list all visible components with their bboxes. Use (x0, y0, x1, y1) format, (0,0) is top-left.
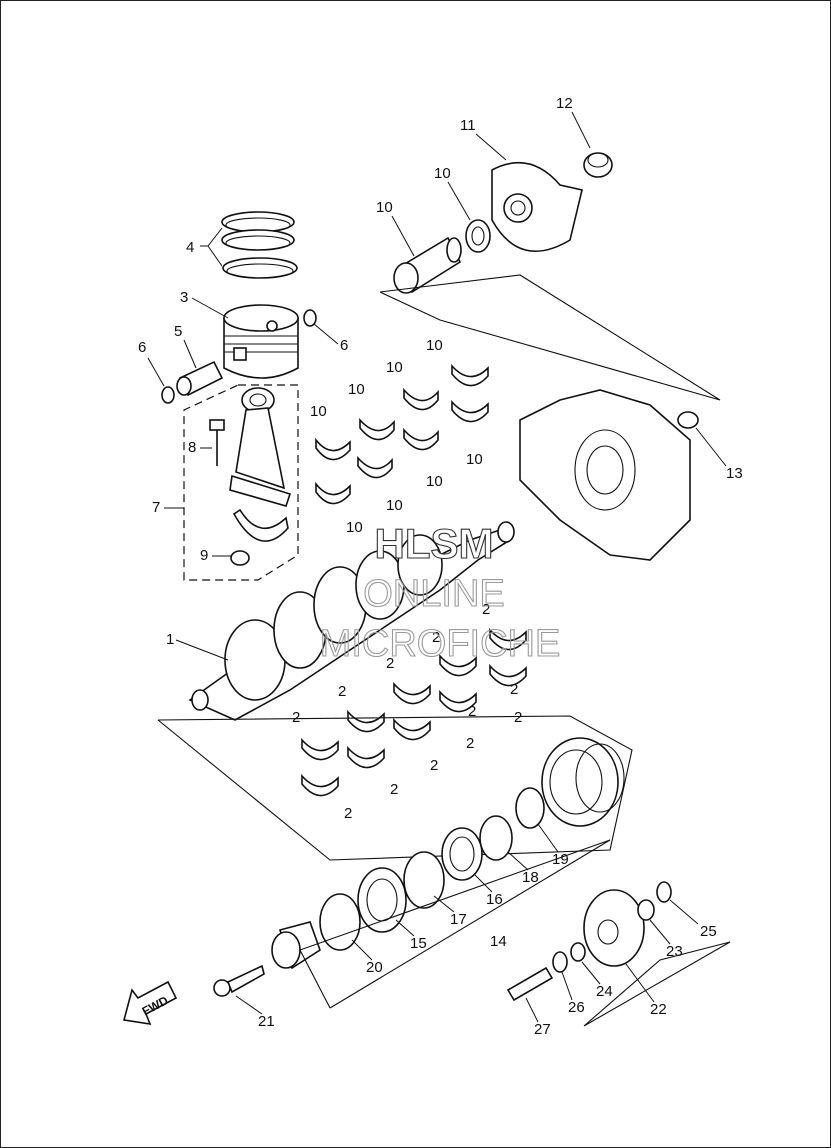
callout-16: 14 (490, 933, 507, 950)
watermark-line2: ONLINE (363, 573, 504, 615)
watermark-line1: HLSM (375, 520, 494, 567)
callout-2: 2 (386, 655, 394, 672)
callout-20: 18 (522, 869, 539, 886)
coupling-plate[interactable] (491, 162, 583, 253)
watermark-line3: MICROFICHE (320, 623, 561, 665)
callout-7: 7 (152, 499, 160, 516)
callout-25: 23 (666, 943, 683, 960)
callout-1: 1 (166, 631, 174, 648)
callout-6: 6 (138, 339, 146, 356)
callout-23: 21 (258, 1013, 275, 1030)
connecting-rod[interactable] (229, 387, 292, 507)
callout-2: 2 (432, 629, 440, 646)
callout-2: 2 (390, 781, 398, 798)
callout-10: 10 (386, 359, 403, 376)
bearing-set-lower[interactable] (301, 627, 527, 797)
callout-10: 10 (426, 473, 443, 490)
callout-2: 2 (514, 709, 522, 726)
callout-2: 2 (466, 735, 474, 752)
drive-gear[interactable] (271, 921, 321, 970)
washer-26[interactable] (570, 942, 586, 962)
circlip-22[interactable] (319, 893, 361, 951)
callout-19: 17 (450, 911, 467, 928)
callout-12: 10 (434, 165, 451, 182)
callout-28: 27 (534, 1021, 551, 1038)
crankshaft[interactable] (188, 521, 515, 721)
flywheel-gear[interactable] (541, 737, 625, 827)
one-way-clutch[interactable] (441, 827, 483, 881)
circlip-left[interactable] (161, 386, 175, 404)
callout-10: 10 (348, 381, 365, 398)
callout-15: 13 (726, 465, 743, 482)
damper-rubber[interactable] (677, 411, 699, 429)
callout-2: 2 (430, 757, 438, 774)
callout-2: 2 (344, 805, 352, 822)
washer-20[interactable] (479, 815, 513, 861)
callout-10: 10 (386, 497, 403, 514)
callout-2: 2 (292, 709, 300, 726)
callout-24: 22 (650, 1001, 667, 1018)
callout-22: 20 (366, 959, 383, 976)
piston-rings[interactable] (221, 211, 298, 279)
callout-10: 10 (466, 451, 483, 468)
rod-nut[interactable] (230, 550, 250, 566)
shaft-28[interactable] (506, 966, 554, 1002)
coupling-shaft[interactable] (393, 236, 462, 294)
circlip-21[interactable] (515, 787, 545, 829)
callout-11: 10 (376, 199, 393, 216)
callout-27: 26 (568, 999, 585, 1016)
callout-2: 2 (510, 681, 518, 698)
callout-2: 2 (468, 703, 476, 720)
callout-17: 15 (410, 935, 427, 952)
piston[interactable] (223, 304, 299, 379)
watermark: HLSM ONLINE MICROFICHE (319, 519, 561, 665)
callout-8: 8 (188, 439, 196, 456)
piston-pin[interactable] (176, 360, 224, 397)
callout-3: 3 (180, 289, 188, 306)
plate-19[interactable] (403, 851, 445, 909)
driven-gear[interactable] (583, 889, 645, 967)
callout-27: 25 (700, 923, 717, 940)
callout-18: 16 (486, 891, 503, 908)
callout-21: 19 (552, 851, 569, 868)
callout-5: 5 (174, 323, 182, 340)
callout-26: 24 (596, 983, 613, 1000)
connecting-rod-cap[interactable] (232, 508, 289, 542)
crankcase-cover[interactable] (519, 389, 691, 561)
bolt-23[interactable] (213, 964, 265, 997)
circlip-right[interactable] (303, 309, 317, 327)
oil-seal[interactable] (465, 219, 491, 253)
bushing-25[interactable] (637, 899, 655, 921)
callout-10: 10 (426, 337, 443, 354)
callout-2: 2 (338, 683, 346, 700)
callout-13: 11 (460, 117, 476, 134)
circlip-27-right[interactable] (656, 881, 672, 903)
callout-10: 10 (346, 519, 363, 536)
callout-4: 4 (186, 239, 194, 256)
bearing-set-upper[interactable] (315, 363, 489, 505)
rod-bolt[interactable] (209, 419, 225, 466)
circlip-27-left[interactable] (552, 951, 568, 973)
callout-9: 9 (200, 547, 208, 564)
damper[interactable] (583, 152, 613, 178)
callout-10: 10 (310, 403, 327, 420)
callout-6: 6 (340, 337, 348, 354)
callout-14: 12 (556, 95, 573, 112)
callout-2: 2 (482, 601, 490, 618)
